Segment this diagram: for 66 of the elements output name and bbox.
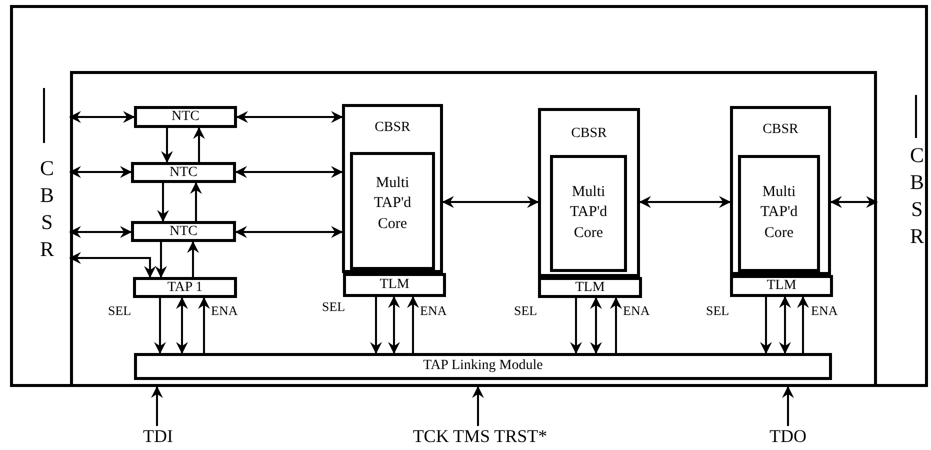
box-label: Multi TAP'd Core (372, 174, 412, 234)
arrow (797, 296, 809, 353)
arrow (370, 297, 382, 354)
vertical-label: CBSR (905, 143, 929, 251)
signal-label: TDO (758, 426, 818, 447)
box-label: TAP Linking Module (422, 358, 544, 375)
arrow (69, 226, 132, 238)
box-label: Multi TAP'd Core (568, 183, 608, 242)
ntc-box (134, 106, 237, 128)
core-box (550, 155, 627, 272)
arrow (193, 127, 205, 162)
core-box (738, 155, 820, 272)
arrow (69, 252, 156, 278)
box-label: NTC (170, 109, 200, 126)
arrow (472, 386, 484, 426)
core-area-box (70, 71, 877, 387)
wrapper-box (730, 106, 831, 275)
arrow (760, 297, 772, 354)
arrow (157, 183, 169, 222)
box-label: Multi TAP'd Core (759, 183, 799, 242)
box-label: CBSR (374, 119, 412, 137)
arrow (235, 226, 343, 238)
signal-label: TCK TMS TRST* (390, 426, 570, 447)
box-label: NTC (168, 165, 198, 182)
tlm-box (343, 273, 446, 297)
arrow (442, 196, 539, 208)
arrow (570, 298, 582, 354)
box-label: TLM (766, 278, 798, 294)
box-label: TAP 1 (166, 280, 204, 296)
ntc-box (131, 162, 236, 183)
arrow (407, 296, 419, 353)
arrow (187, 241, 199, 277)
tlm-box (730, 275, 833, 297)
tap-controller-box (133, 277, 237, 298)
arrow (151, 386, 163, 426)
arrow (590, 297, 602, 354)
tlm-box (538, 277, 642, 298)
box-label: TLM (378, 276, 410, 294)
arrow (176, 297, 188, 354)
wrapper-box (538, 108, 640, 277)
arrow (161, 128, 173, 163)
box-label: CBSR (762, 121, 800, 139)
chip-outline (10, 5, 928, 387)
vertical-label: CBSR (35, 156, 59, 264)
arrow (155, 242, 167, 278)
arrow (610, 297, 622, 353)
linking-module-box (134, 353, 832, 380)
arrow (782, 386, 794, 426)
ntc-box (131, 221, 236, 242)
arrow (639, 196, 731, 208)
arrow (236, 111, 343, 123)
arrow (190, 182, 202, 221)
arrow (154, 298, 166, 354)
arrow (779, 296, 791, 354)
core-box (350, 152, 435, 270)
wrapper-box (342, 104, 443, 273)
arrow (69, 111, 135, 123)
box-label: CBSR (570, 125, 608, 143)
box-label: NTC (168, 224, 198, 240)
arrow (198, 297, 210, 353)
signal-label: TDI (130, 426, 186, 447)
arrow (388, 296, 400, 354)
box-label: TLM (574, 280, 606, 296)
arrow (69, 166, 132, 178)
arrow (830, 196, 878, 208)
arrow (235, 166, 343, 178)
